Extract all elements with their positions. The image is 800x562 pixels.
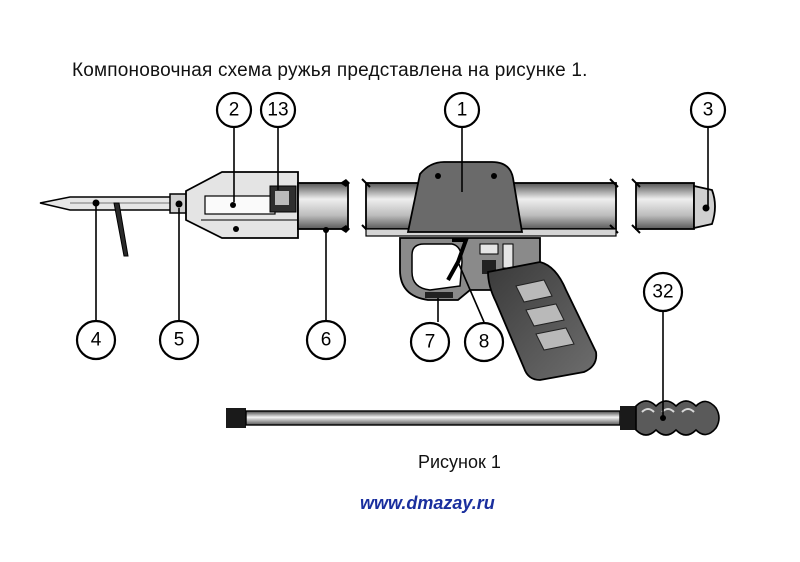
callout-7: 7 — [409, 321, 451, 363]
callout-4: 4 — [75, 319, 117, 361]
callout-2: 2 — [215, 91, 253, 129]
barrel-front-segment — [297, 179, 350, 233]
callout-4-label: 4 — [91, 330, 102, 351]
callout-1-label: 1 — [457, 100, 468, 121]
callout-5-label: 5 — [174, 330, 185, 351]
figure-caption: Рисунок 1 — [418, 452, 501, 472]
callout-8-label: 8 — [479, 332, 490, 353]
barrel-rear-segment — [631, 178, 716, 234]
spear-tip — [39, 193, 189, 257]
callout-32: 32 — [642, 271, 684, 313]
website-link[interactable]: www.dmazay.ru — [360, 493, 495, 513]
callout-32-label: 32 — [652, 282, 673, 303]
callout-2-label: 2 — [229, 100, 240, 121]
diagram-title: Компоновочная схема ружья представлена н… — [72, 60, 588, 81]
loading-rod — [226, 400, 720, 436]
callout-8: 8 — [463, 321, 505, 363]
muzzle-head — [185, 171, 299, 239]
callout-13-label: 13 — [267, 100, 288, 121]
callout-6-label: 6 — [321, 330, 332, 351]
callout-5: 5 — [158, 319, 200, 361]
gun-handle — [399, 161, 598, 381]
callout-13: 13 — [259, 91, 297, 129]
callout-3-label: 3 — [703, 100, 714, 121]
callout-6: 6 — [305, 319, 347, 361]
callout-7-label: 7 — [425, 332, 436, 353]
callout-3: 3 — [689, 91, 727, 129]
callout-1: 1 — [443, 91, 481, 129]
leader-lines — [95, 126, 709, 416]
